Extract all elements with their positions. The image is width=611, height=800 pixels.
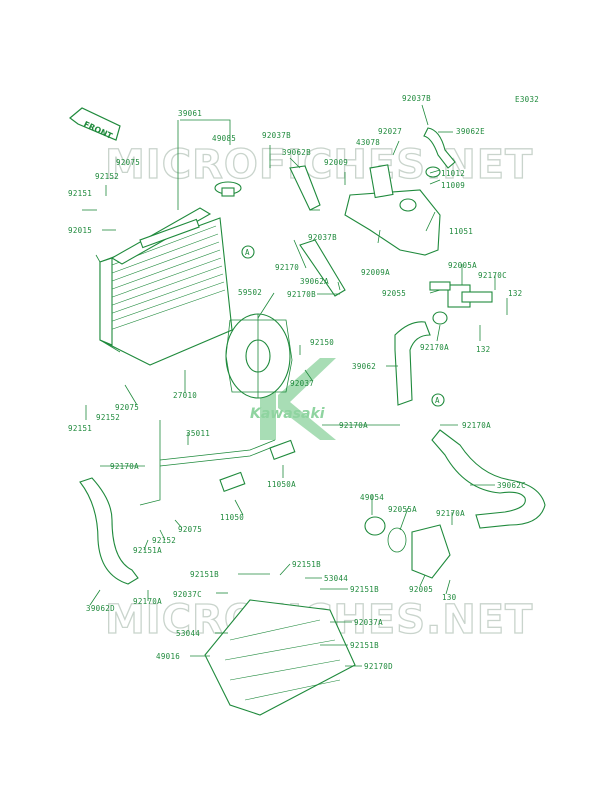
label-92037a: 92037A: [354, 618, 383, 627]
label-53044: 53044: [176, 629, 200, 638]
label-59502: 59502: [238, 288, 262, 297]
hose-39062e: [423, 127, 456, 169]
label-92005: 92005: [409, 585, 433, 594]
label-132: 132: [508, 289, 522, 298]
label-39061: 39061: [178, 109, 202, 118]
label-92037: 92037: [290, 379, 314, 388]
radiator-39061: [95, 207, 233, 366]
label-92170c: 92170C: [478, 271, 507, 280]
watermark-top: MICROFICHES.NET: [105, 142, 533, 188]
hose-39062d: [79, 477, 139, 585]
label-92055a: 92055A: [388, 505, 417, 514]
leader-lines: [82, 104, 508, 667]
label-39062e: 39062E: [456, 127, 485, 136]
label-39062a: 39062A: [300, 277, 329, 286]
label-92037b: 92037B: [402, 94, 431, 103]
kawasaki-logo-text: Kawasaki: [250, 406, 325, 422]
reservoir-tank-43078: [344, 164, 441, 256]
diagram-code: E3032: [515, 95, 539, 104]
hose-39062b: [289, 165, 321, 211]
label-130: 130: [442, 593, 457, 602]
label-92037b: 92037B: [308, 233, 337, 242]
label-39062d: 39062D: [86, 604, 115, 613]
label-92151a: 92151A: [133, 546, 162, 555]
label-92075: 92075: [115, 403, 139, 412]
reference-marker-a-1: A: [241, 245, 255, 259]
label-92009a: 92009A: [361, 268, 390, 277]
label-92027: 92027: [378, 127, 402, 136]
label-92152: 92152: [96, 413, 120, 422]
label-92152: 92152: [152, 536, 176, 545]
label-92075: 92075: [178, 525, 202, 534]
radiator-cap-49085: [214, 181, 242, 197]
label-27010: 27010: [173, 391, 197, 400]
label-92170: 92170: [275, 263, 299, 272]
label-92037c: 92037C: [173, 590, 202, 599]
hose-39062c: [431, 429, 546, 529]
thermostat-housing-92005a: [432, 284, 493, 325]
label-92170a: 92170A: [339, 421, 368, 430]
reference-marker-a-2: A: [431, 393, 445, 407]
label-92075: 92075: [116, 158, 140, 167]
water-pump-cover-92005: [364, 516, 451, 579]
o-ring-92055: [429, 281, 451, 291]
engine-guard-49016: [204, 599, 356, 716]
label-11012: 11012: [441, 169, 465, 178]
label-92170a: 92170A: [462, 421, 491, 430]
label-49016: 49016: [156, 652, 180, 661]
label-92152: 92152: [95, 172, 119, 181]
label-92151b: 92151B: [350, 641, 379, 650]
label-92009: 92009: [324, 158, 348, 167]
label-92170a: 92170A: [436, 509, 465, 518]
label-11050: 11050: [220, 513, 244, 522]
label-43078: 43078: [356, 138, 380, 147]
label-92151: 92151: [68, 189, 92, 198]
part-labels: 39061 49085 92037B 39062B 92037B 92027 3…: [68, 94, 526, 671]
label-11051: 11051: [449, 227, 473, 236]
label-92151b: 92151B: [190, 570, 219, 579]
label-92015: 92015: [68, 226, 92, 235]
label-39062b: 39062B: [282, 148, 311, 157]
label-11009: 11009: [441, 181, 465, 190]
label-11050a: 11050A: [267, 480, 296, 489]
cooling-fan-59502: [225, 313, 293, 399]
hose-39062a: [299, 239, 346, 297]
label-92170a: 92170A: [420, 343, 449, 352]
label-92037b: 92037B: [262, 131, 291, 140]
label-49085: 49085: [212, 134, 236, 143]
label-92170a: 92170A: [110, 462, 139, 471]
svg-text:A: A: [435, 396, 440, 405]
label-49054: 49054: [360, 493, 384, 502]
label-39062: 39062: [352, 362, 376, 371]
svg-text:A: A: [245, 248, 250, 257]
bracket-35011: [139, 420, 296, 506]
label-92151b: 92151B: [292, 560, 321, 569]
label-92055: 92055: [382, 289, 406, 298]
label-35011: 35011: [186, 429, 210, 438]
label-92151b: 92151B: [350, 585, 379, 594]
front-arrow-icon: FRONT: [69, 107, 121, 141]
label-132: 132: [476, 345, 490, 354]
label-39062c: 39062C: [497, 481, 526, 490]
label-92170b: 92170B: [287, 290, 316, 299]
hose-39062: [394, 321, 431, 406]
label-92151: 92151: [68, 424, 92, 433]
label-92170a: 92170A: [133, 597, 162, 606]
kawasaki-logo: Kawasaki: [250, 358, 336, 440]
label-92005a: 92005A: [448, 261, 477, 270]
label-53044: 53044: [324, 574, 348, 583]
label-92150: 92150: [310, 338, 334, 347]
label-92170d: 92170D: [364, 662, 393, 671]
